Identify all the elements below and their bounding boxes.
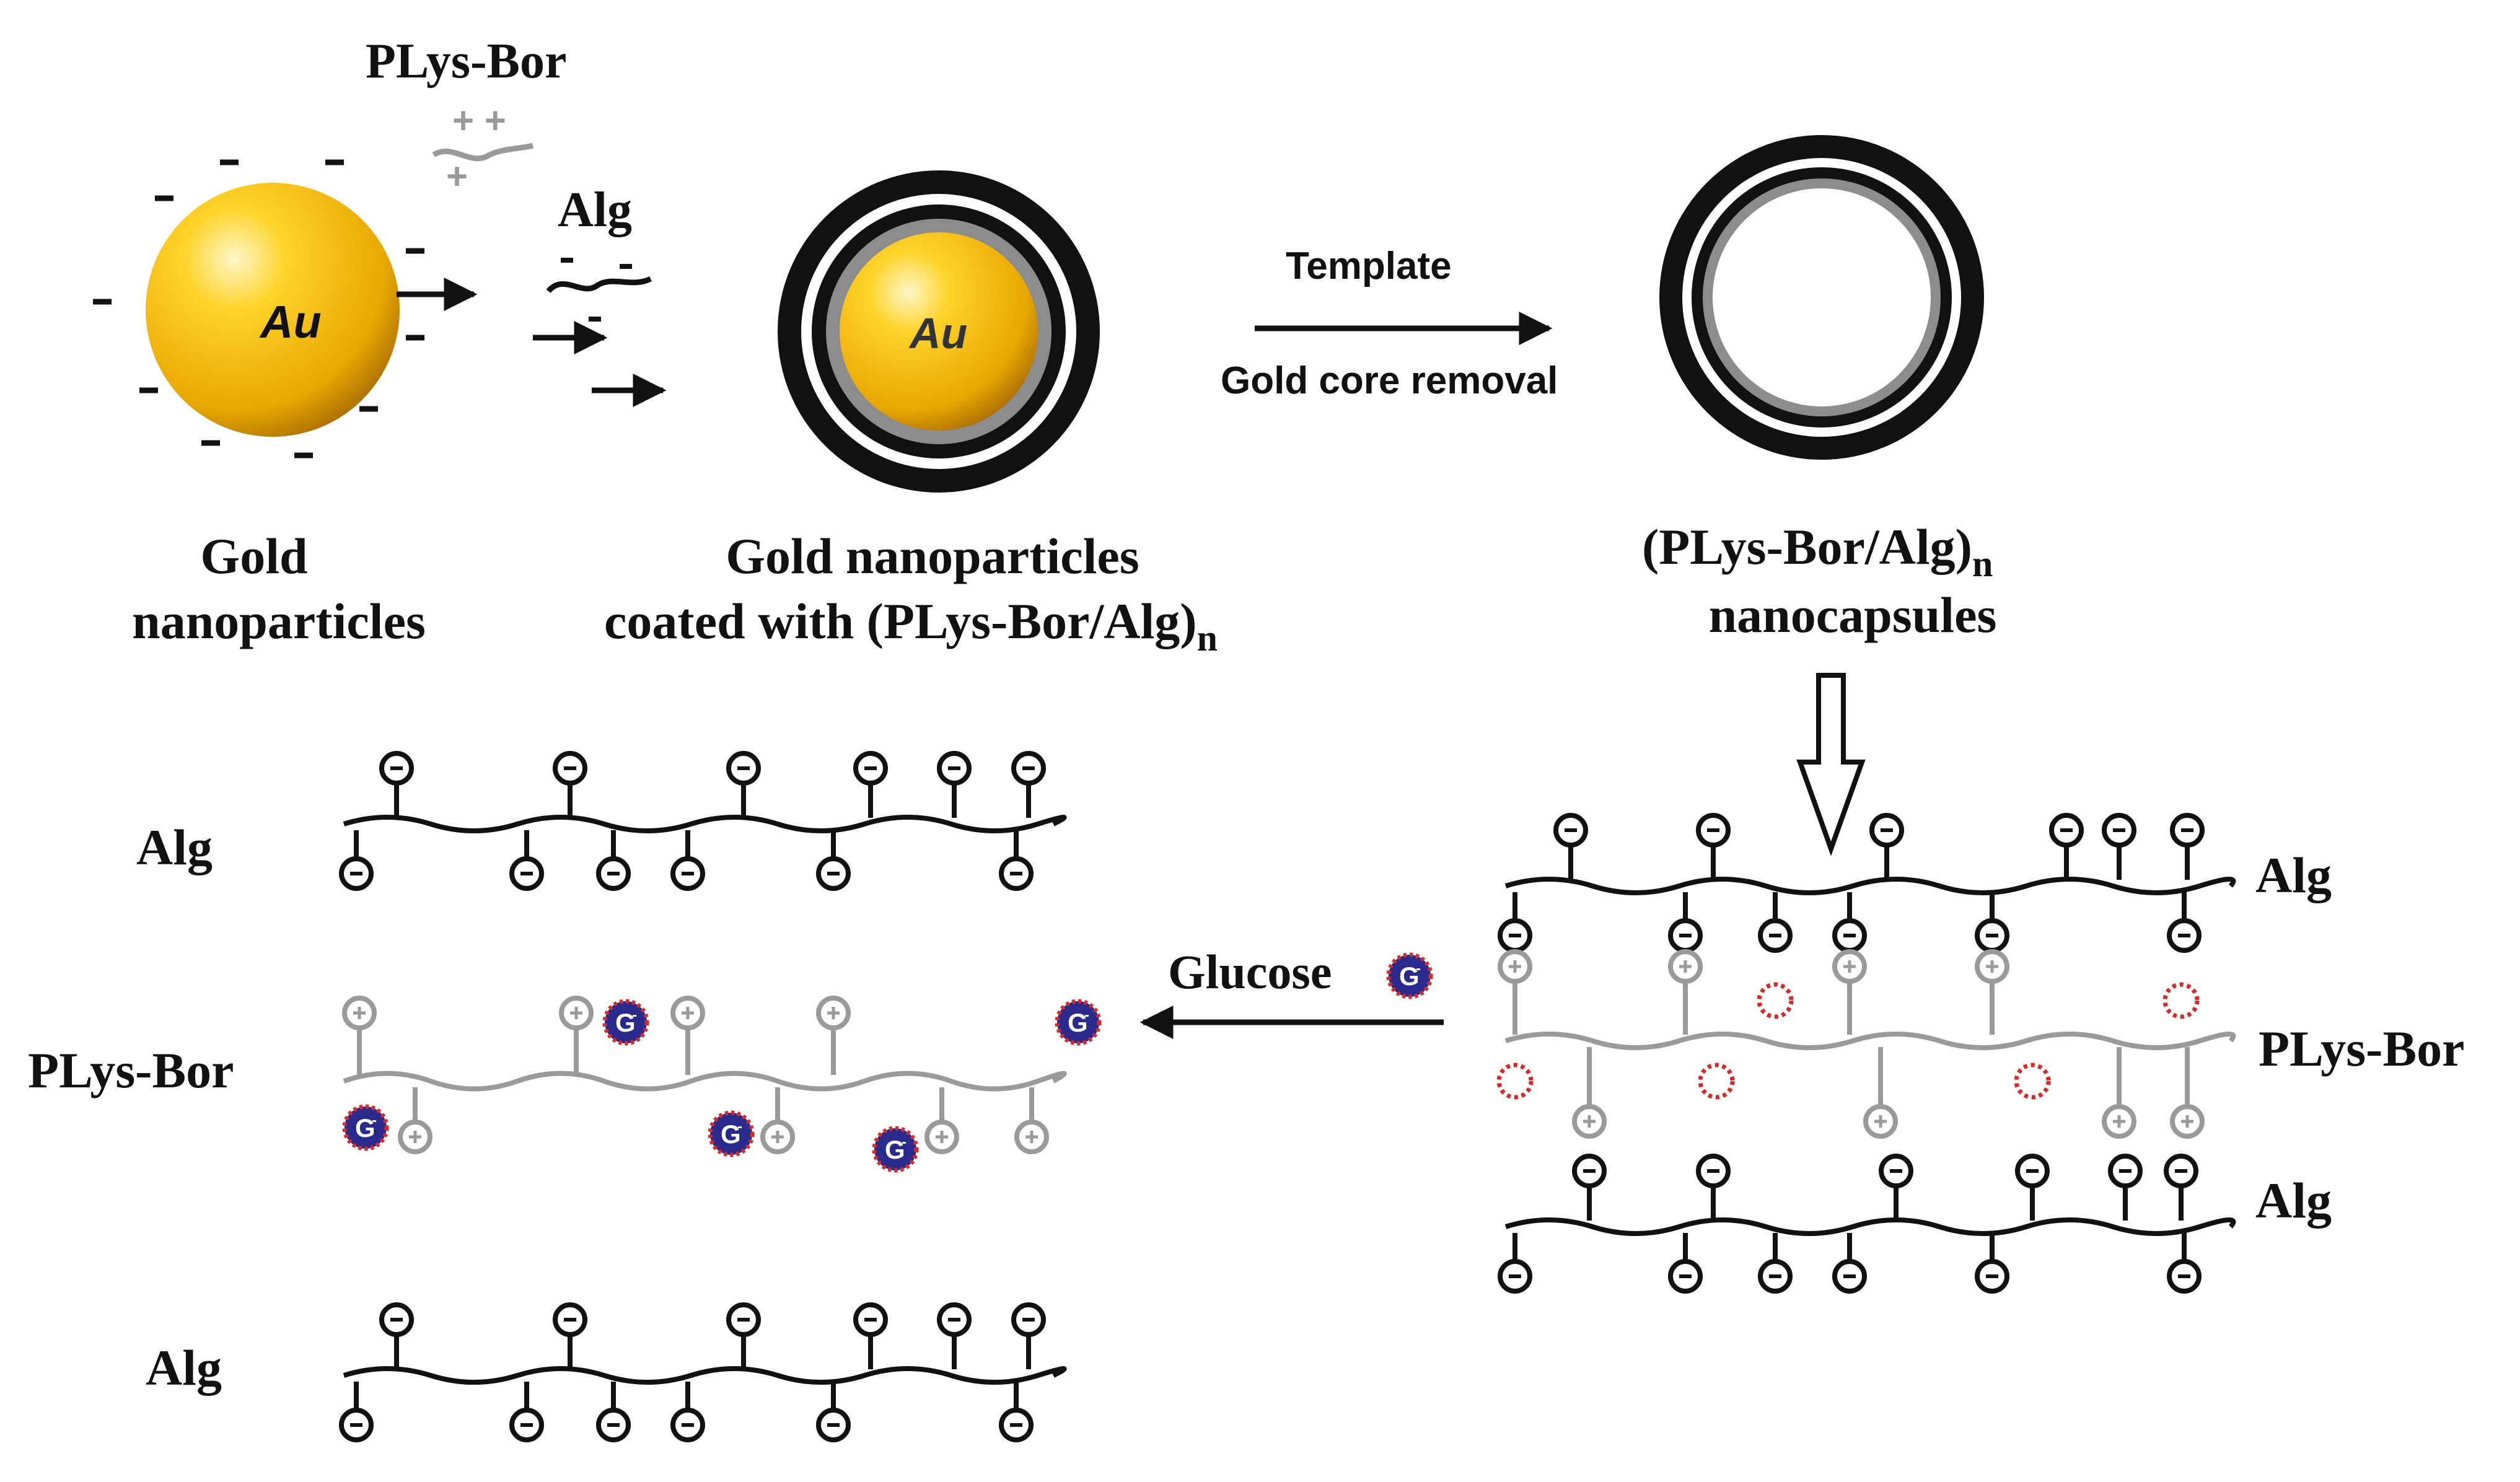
coated-caption-line1: Gold nanoparticles: [726, 528, 1139, 584]
plys-bor-top-label: PLys-Bor: [366, 34, 566, 89]
nanocapsule: [1659, 135, 1984, 460]
glucose-molecule-icon: G-: [1386, 952, 1433, 999]
glucose-symbol: G: [721, 1120, 741, 1149]
alg-backbone: [1504, 1217, 2236, 1236]
vacant-site-icon: [1757, 982, 1794, 1019]
br-plys-bor-label: PLys-Bor: [2259, 1020, 2465, 1077]
vacant-site-icon: [2014, 1063, 2051, 1100]
glucose-molecule-icon: G-: [342, 1104, 389, 1151]
alg-backbone: [343, 815, 1067, 833]
capsule-wall-layers: Alg PLys-Bor Alg: [1496, 813, 2465, 1294]
glucose-molecule-icon: G-: [708, 1110, 755, 1157]
glucose-minus: -: [1084, 1007, 1089, 1024]
glucose-release: Glucose G-: [1139, 945, 1444, 1039]
top-row: Au PLys-Bor + + +: [93, 34, 1997, 856]
br-alg-bottom-label: Alg: [2255, 1172, 2332, 1229]
glucose-symbol: G: [1399, 962, 1420, 991]
svg-text:+: +: [446, 156, 468, 197]
glucose-symbol: G: [355, 1113, 375, 1142]
glucose-molecule-icon: G-: [602, 999, 649, 1046]
glucose-minus: -: [1416, 960, 1421, 977]
alg-chain-icon: [546, 258, 652, 322]
gold-sphere: [146, 183, 400, 437]
au-label: Au: [259, 296, 322, 348]
gold-nanoparticle: Au: [93, 159, 424, 458]
capsule-caption-line1: (PLys-Bor/Alg)n: [1642, 519, 1993, 584]
core-removal-label: Gold core removal: [1221, 359, 1558, 402]
glucose-molecule-icon: G-: [1055, 999, 1102, 1046]
br-polymer-chains: [1496, 813, 2236, 1294]
glucose-symbol: G: [1068, 1008, 1088, 1037]
negative-charges: [93, 159, 424, 458]
bl-plys-bor-label: PLys-Bor: [28, 1042, 234, 1098]
alg-backbone: [1504, 877, 2236, 895]
vacant-site-icon: [2162, 982, 2200, 1019]
plys-backbone: [343, 1071, 1067, 1092]
glucose-minus: -: [902, 1134, 907, 1151]
glucose-minus: -: [737, 1118, 742, 1135]
glucose-minus: -: [372, 1112, 377, 1129]
released-layers: Alg PLys-Bor Alg G-G-G-G-G-: [28, 751, 1102, 1442]
bl-alg-top-label: Alg: [136, 819, 213, 875]
glucose-circle: [1386, 952, 1433, 999]
plys-bor-chain-icon: + + +: [432, 100, 534, 197]
au-label-coated: Au: [908, 309, 967, 357]
glucose-symbol: G: [615, 1008, 636, 1037]
gold-core: [840, 232, 1038, 431]
glucose-molecule-icon: G-: [872, 1126, 919, 1173]
gold-np-caption-line2: nanoparticles: [132, 593, 426, 649]
glucose-label: Glucose: [1168, 945, 1332, 999]
svg-text:+ +: + +: [452, 100, 506, 141]
coated-caption-line2: coated with (PLys-Bor/Alg)n: [604, 593, 1218, 659]
glucose-icon: G-: [1386, 952, 1433, 999]
alg-backbone: [343, 1366, 1067, 1385]
plys-backbone: [1504, 1032, 2236, 1050]
br-alg-top-label: Alg: [2255, 847, 2332, 903]
template-label: Template: [1286, 245, 1452, 287]
glucose-circle: [1055, 999, 1102, 1046]
glucose-circle: [708, 1110, 755, 1157]
capsule-caption-line2: nanocapsules: [1709, 587, 1997, 643]
glucose-circle: [602, 999, 649, 1046]
bl-polymer-chains: G-G-G-G-G-: [339, 751, 1102, 1442]
down-arrow-icon: [1796, 673, 1866, 856]
bl-alg-bottom-label: Alg: [146, 1340, 222, 1396]
vacant-site-icon: [1496, 1063, 1534, 1100]
vacant-site-icon: [1698, 1063, 1735, 1100]
coated-gold-nanoparticle: Au: [778, 170, 1100, 493]
glucose-circle: [872, 1126, 919, 1173]
deposition-arrows: [397, 278, 667, 407]
gold-np-caption-line1: Gold: [200, 528, 307, 584]
alg-top-label: Alg: [558, 183, 632, 237]
glucose-symbol: G: [885, 1135, 905, 1164]
glucose-minus: -: [632, 1007, 637, 1024]
glucose-circle: [342, 1104, 389, 1151]
